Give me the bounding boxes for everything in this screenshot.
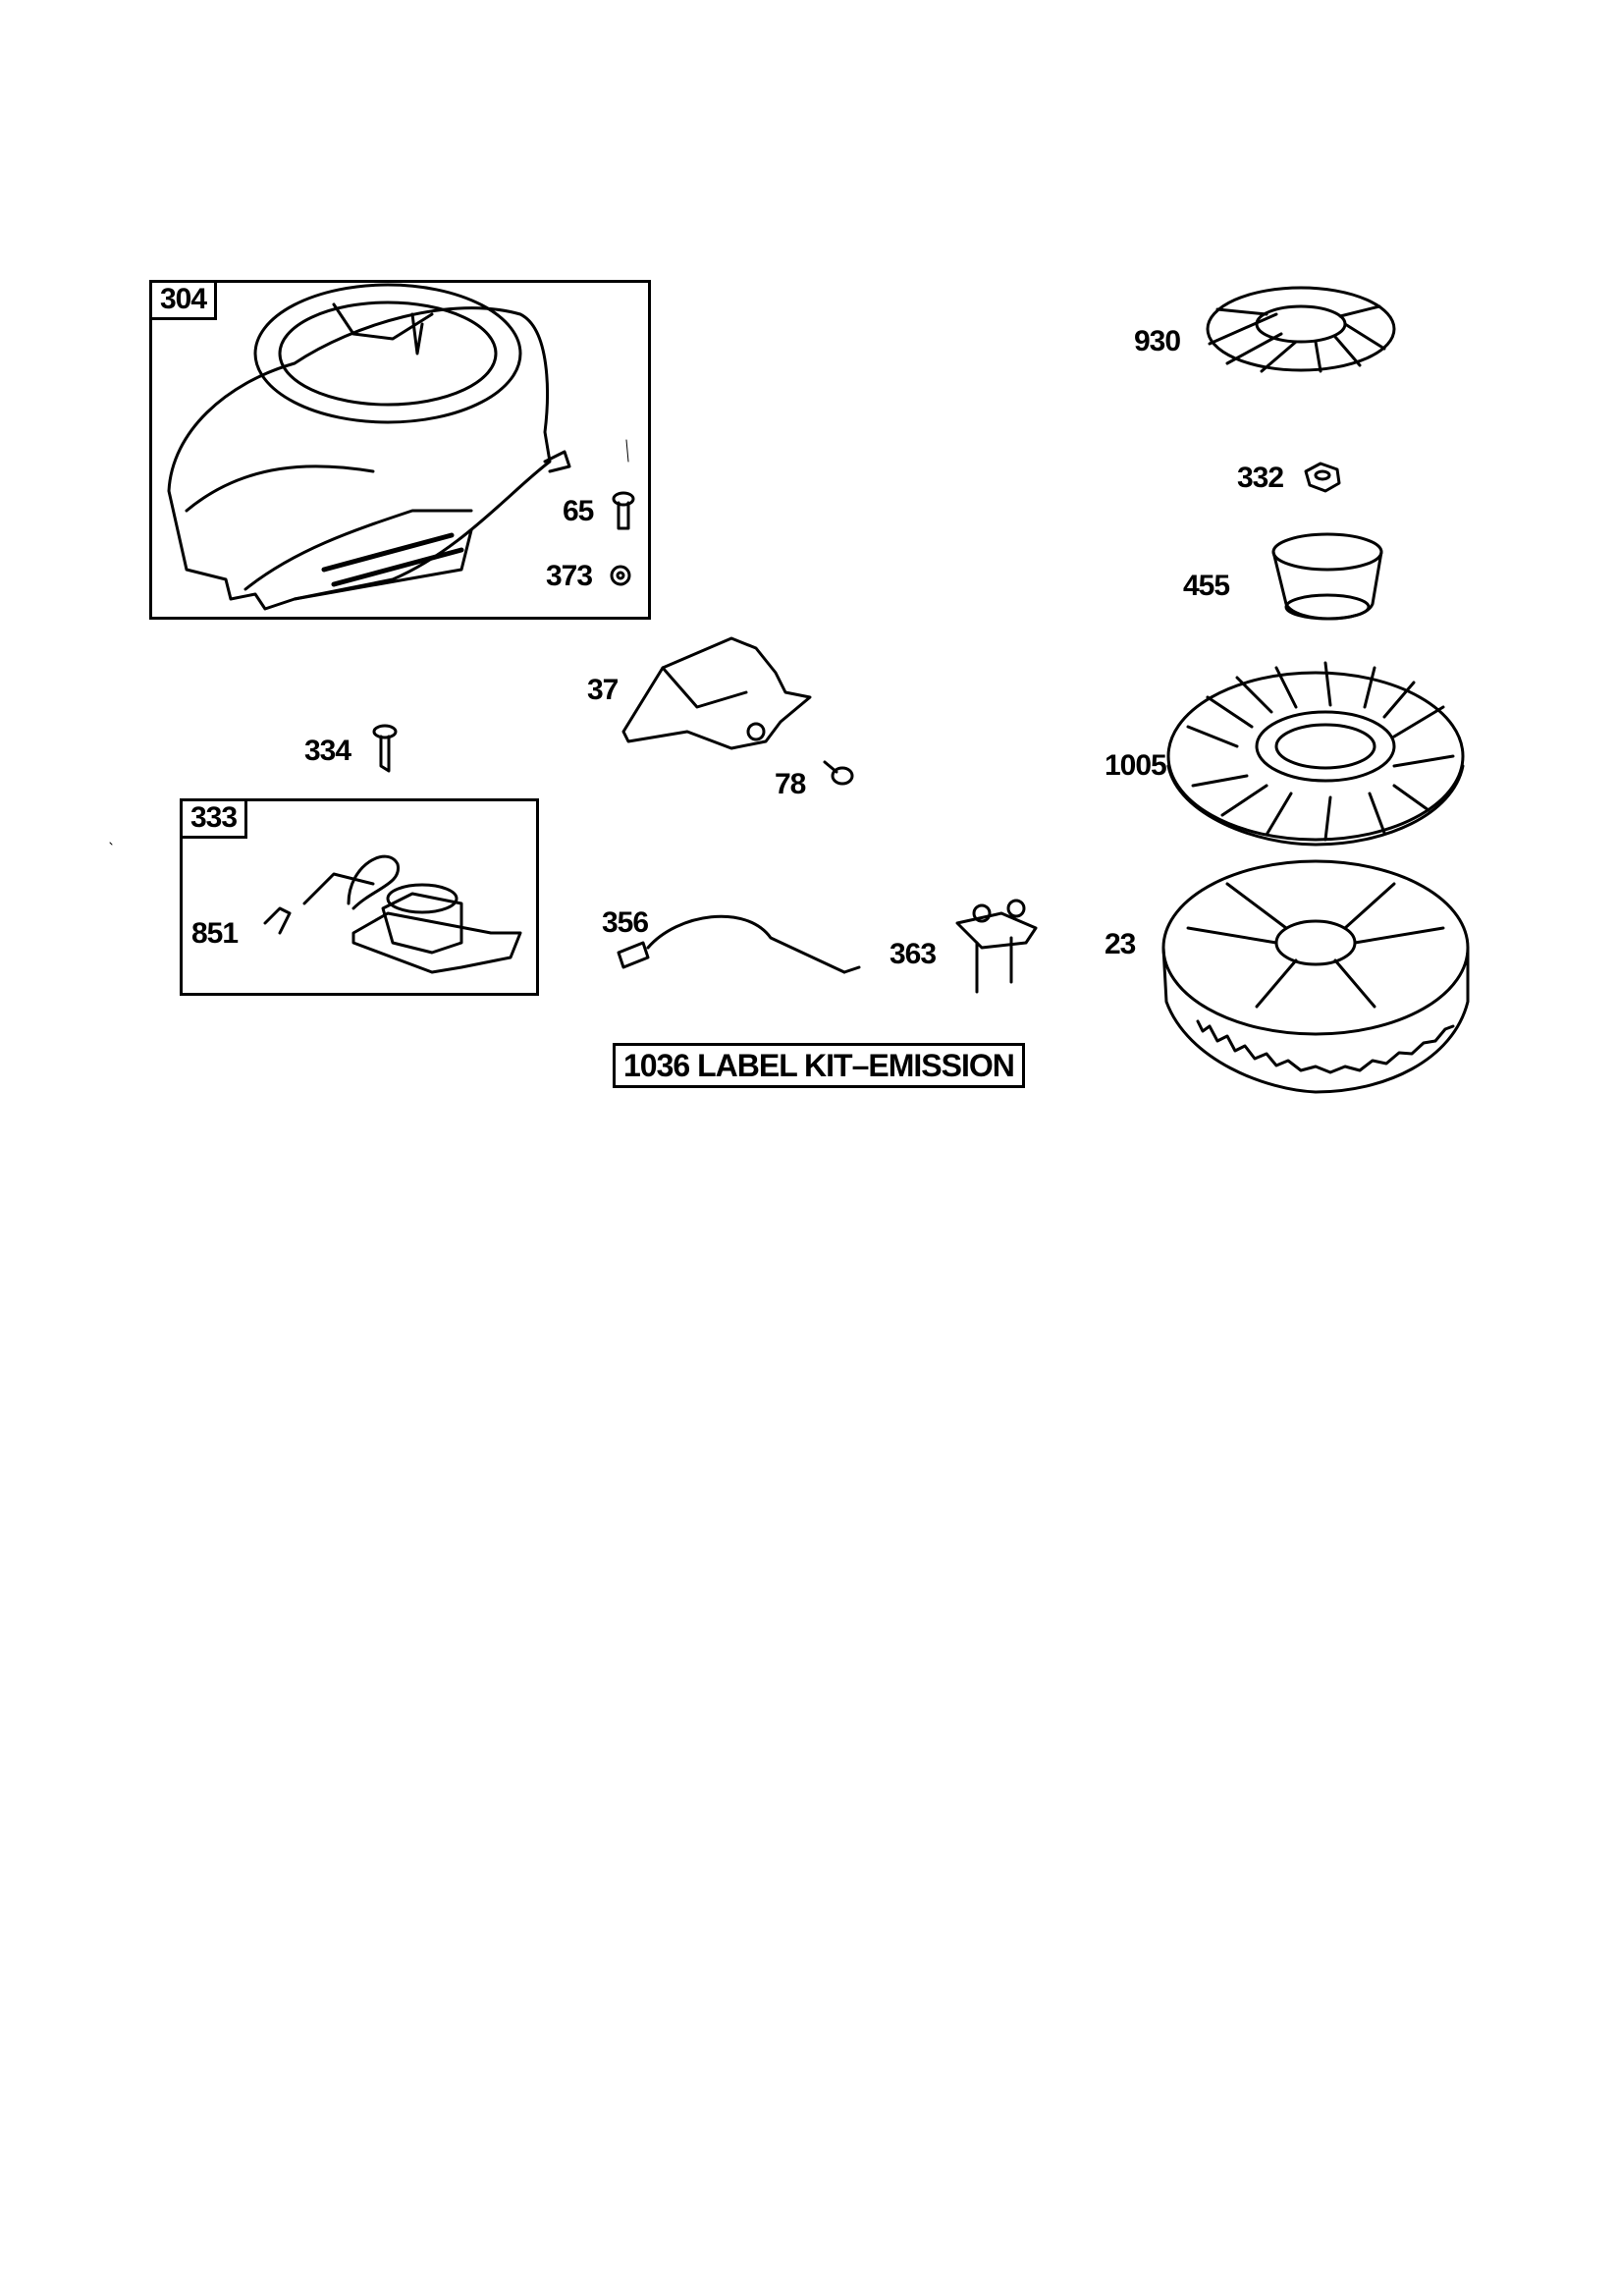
nut-373-drawing	[610, 565, 631, 586]
screw-78-drawing	[823, 760, 854, 786]
ground-wire-drawing	[617, 914, 861, 974]
stray-dot	[109, 842, 113, 846]
part-label-455: 455	[1183, 570, 1230, 602]
stray-mark	[625, 439, 629, 463]
part-label-334: 334	[304, 735, 351, 767]
part-label-65: 65	[563, 495, 594, 527]
part-label-1005: 1005	[1105, 749, 1167, 782]
blower-housing-drawing	[167, 283, 571, 611]
part-label-332: 332	[1237, 462, 1284, 494]
ignition-armature-frame	[180, 798, 539, 996]
rotating-screen-drawing	[1206, 286, 1396, 373]
starter-cup-drawing	[1271, 532, 1383, 621]
part-label-78: 78	[775, 768, 806, 800]
label-kit-emission: 1036 LABEL KIT–EMISSION	[613, 1043, 1025, 1088]
screw-334-drawing	[372, 724, 398, 773]
bolt-65-drawing	[612, 491, 635, 530]
part-label-356: 356	[602, 906, 649, 939]
group-number-304: 304	[152, 283, 218, 320]
part-label-373: 373	[546, 560, 593, 592]
part-label-23: 23	[1105, 928, 1136, 960]
terminal-bracket-drawing	[955, 899, 1038, 994]
part-label-37: 37	[587, 674, 619, 706]
part-label-363: 363	[890, 938, 937, 970]
part-label-851: 851	[191, 917, 239, 950]
flywheel-fan-drawing	[1166, 661, 1465, 847]
flywheel-drawing	[1161, 859, 1470, 1094]
ignition-armature-drawing	[263, 854, 522, 974]
group-number-333: 333	[183, 801, 248, 839]
part-label-930: 930	[1134, 325, 1181, 357]
nut-332-drawing	[1304, 462, 1341, 493]
blower-housing-frame	[149, 280, 651, 620]
air-guide-drawing	[621, 636, 812, 750]
